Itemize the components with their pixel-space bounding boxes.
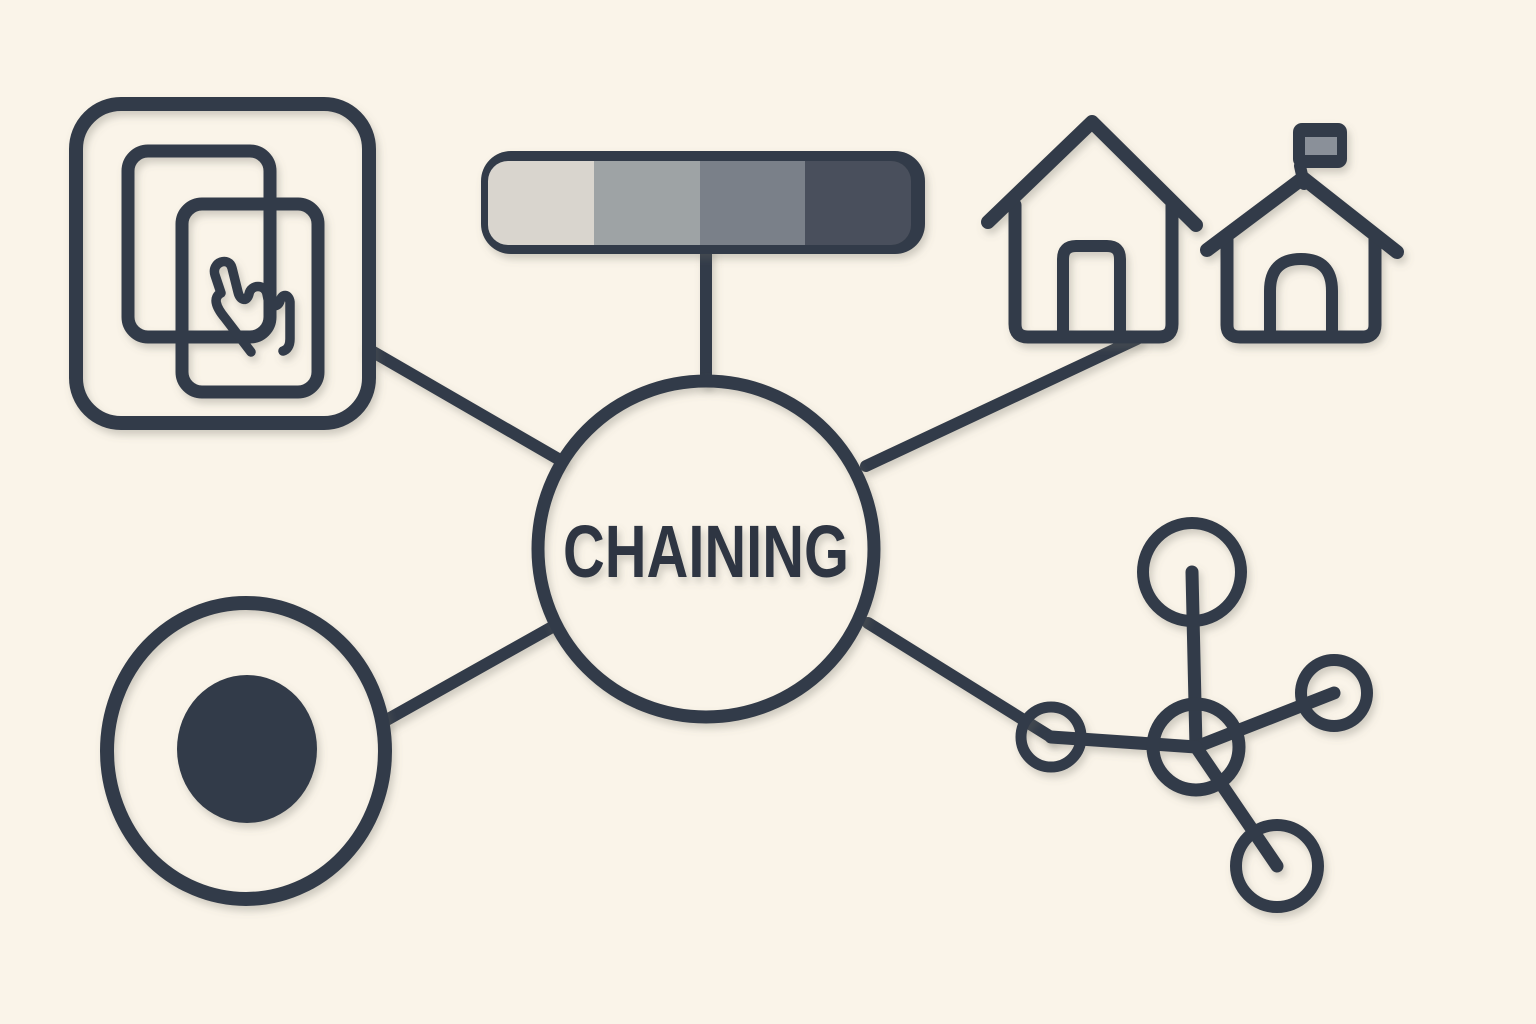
- house-door: [1057, 240, 1126, 339]
- front-card: [175, 197, 325, 399]
- gradient-bar-segments: [488, 161, 911, 245]
- touch-cards-frame: [69, 97, 376, 430]
- bar-segment-4: [805, 161, 911, 245]
- bond-right: [1189, 686, 1341, 754]
- gradient-bar-icon: [481, 151, 925, 254]
- molecule-node-top: [1137, 517, 1247, 627]
- connector-houses: [860, 333, 1143, 472]
- school-house-icon: [1200, 123, 1404, 344]
- bond-left: [1044, 730, 1203, 754]
- connector-record-dot: [377, 620, 560, 728]
- chaining-label: CHAINING: [563, 510, 849, 593]
- touch-cards-icon: [69, 97, 376, 430]
- molecule-node-bottom: [1230, 819, 1324, 913]
- school-walls: [1220, 231, 1382, 344]
- molecule-node-center: [1146, 697, 1246, 797]
- molecule-node-right: [1295, 654, 1373, 732]
- house-icon: [981, 115, 1203, 344]
- connector-touch-cards: [362, 343, 566, 466]
- tap-gesture-icon: [209, 256, 295, 357]
- house-walls: [1008, 198, 1179, 344]
- bar-segment-3: [700, 161, 805, 245]
- flag-inner: [1305, 137, 1337, 155]
- chaining-node: CHAINING: [531, 374, 881, 724]
- flag-pole: [1294, 160, 1310, 190]
- connector-lines: [362, 244, 1143, 743]
- chaining-circle: [531, 374, 881, 724]
- connector-molecule: [862, 617, 1057, 743]
- record-dot-icon: [100, 596, 392, 906]
- houses-group: [981, 115, 1404, 344]
- bar-segment-2: [594, 161, 700, 245]
- record-outer-ring: [100, 596, 392, 906]
- molecule-node-left: [1015, 701, 1087, 773]
- bond-bottom: [1189, 740, 1284, 873]
- bar-segment-1: [488, 161, 594, 245]
- record-inner-dot: [177, 675, 317, 823]
- school-door: [1264, 253, 1338, 343]
- molecule-icon: [1015, 517, 1373, 913]
- house-roof: [981, 115, 1203, 232]
- molecule-bonds: [1044, 565, 1341, 873]
- bond-top: [1185, 565, 1203, 754]
- back-card: [121, 144, 277, 344]
